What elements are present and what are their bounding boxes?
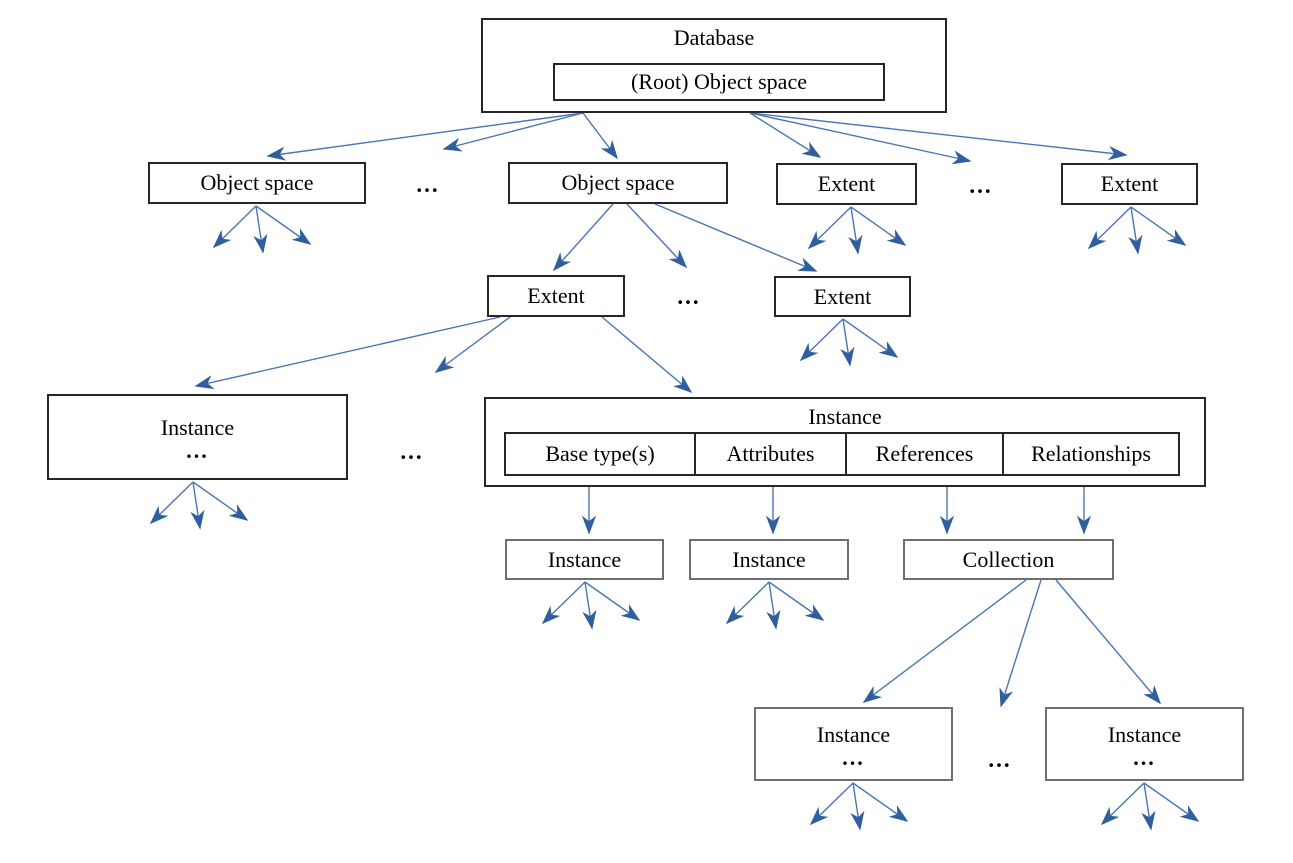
- cell-attributes: Attributes: [694, 432, 847, 476]
- node-instance-big-label: Instance: [808, 404, 882, 430]
- tree-edge-arrow: [999, 579, 1042, 708]
- tree-edge-arrow: [766, 581, 781, 630]
- tree-edge-arrow: [862, 579, 1027, 703]
- node-instance-bottom-1-ellipsis: ...: [842, 744, 865, 770]
- tree-edge-arrow: [1087, 206, 1132, 250]
- tree-edge-arrow: [1143, 782, 1200, 822]
- cell-relationships-label: Relationships: [1031, 441, 1151, 467]
- tree-edge-arrow: [1128, 206, 1143, 255]
- node-object-space-1-label: Object space: [200, 170, 314, 196]
- node-instance-bottom-1: Instance ...: [754, 707, 953, 781]
- node-collection: Collection: [903, 539, 1114, 580]
- node-instance-left: Instance ...: [47, 394, 348, 480]
- node-instance-left-ellipsis: ...: [186, 437, 209, 463]
- node-instance-r5-1-label: Instance: [547, 546, 622, 572]
- cell-base-types: Base type(s): [504, 432, 696, 476]
- tree-edge-arrow: [809, 782, 854, 826]
- node-instance-bottom-1-label: Instance: [816, 721, 891, 747]
- node-extent-row2-2-label: Extent: [1100, 171, 1159, 197]
- tree-edge-arrow: [552, 203, 614, 272]
- tree-edge-arrow: [255, 205, 312, 245]
- node-instance-r5-2: Instance: [689, 539, 849, 580]
- tree-edge-arrow: [212, 205, 257, 249]
- tree-edge-arrow: [541, 581, 586, 625]
- tree-edge-arrow: [192, 481, 249, 521]
- tree-edge-arrow: [434, 316, 511, 373]
- node-extent-row2-1: Extent: [776, 163, 917, 205]
- ellipsis-row3: ...: [677, 284, 701, 309]
- tree-edge-arrow: [266, 112, 584, 161]
- tree-edge-arrow: [1130, 206, 1187, 246]
- tree-edge-arrow: [842, 318, 899, 358]
- ellipsis-row2-right: ...: [969, 173, 993, 198]
- cell-base-types-label: Base type(s): [545, 441, 655, 467]
- tree-edge-arrow: [840, 318, 855, 367]
- node-extent-row3-1-label: Extent: [527, 283, 585, 309]
- tree-edge-arrow: [749, 112, 1128, 161]
- tree-edge-arrow: [1141, 782, 1156, 831]
- tree-edge-arrow: [601, 316, 693, 394]
- node-extent-row3-2-label: Extent: [813, 283, 872, 309]
- tree-edge-arrow: [850, 782, 865, 831]
- node-instance-bottom-2-ellipsis: ...: [1133, 744, 1156, 770]
- node-instance-bottom-2-label: Instance: [1107, 721, 1182, 747]
- node-object-space-2-label: Object space: [561, 170, 675, 196]
- node-object-space-1: Object space: [148, 162, 366, 204]
- node-extent-row3-2: Extent: [774, 276, 911, 317]
- ellipsis-bottom: ...: [988, 747, 1012, 772]
- cell-relationships: Relationships: [1002, 432, 1180, 476]
- node-instance-r5-1: Instance: [505, 539, 664, 580]
- node-extent-row3-1: Extent: [487, 275, 625, 317]
- node-instance-bottom-2: Instance ...: [1045, 707, 1244, 781]
- tree-edge-arrow: [799, 318, 844, 362]
- tree-edge-arrow: [654, 203, 818, 272]
- tree-edge-arrow: [626, 203, 688, 269]
- node-root-object-space-label: (Root) Object space: [631, 69, 807, 95]
- node-collection-label: Collection: [962, 546, 1055, 572]
- tree-edge-arrow: [194, 316, 501, 390]
- tree-edge-arrow: [725, 581, 770, 625]
- cell-attributes-label: Attributes: [726, 441, 815, 467]
- node-instance-left-label: Instance: [160, 414, 235, 440]
- tree-edge-arrow: [149, 481, 194, 525]
- tree-edge-arrow: [582, 112, 618, 160]
- tree-edge-arrow: [582, 581, 597, 630]
- tree-edge-arrow: [848, 206, 863, 255]
- cell-references-label: References: [875, 441, 974, 467]
- tree-edge-arrow: [442, 112, 584, 152]
- tree-edge-arrow: [850, 206, 907, 246]
- tree-edge-arrow: [584, 581, 641, 621]
- tree-edge-arrow: [1055, 579, 1162, 705]
- node-database-label: Database: [673, 25, 755, 51]
- tree-edge-arrow: [253, 205, 268, 254]
- node-extent-row2-1-label: Extent: [817, 171, 876, 197]
- ellipsis-row2-left: ...: [416, 172, 440, 197]
- node-extent-row2-2: Extent: [1061, 163, 1198, 205]
- cell-references: References: [845, 432, 1004, 476]
- tree-edge-arrow: [768, 581, 825, 621]
- tree-edge-arrow: [807, 206, 852, 250]
- ellipsis-row4: ...: [400, 439, 424, 464]
- tree-edge-arrow: [749, 112, 822, 158]
- tree-edge-arrow: [852, 782, 909, 822]
- tree-edge-arrow: [1100, 782, 1145, 826]
- node-object-space-2: Object space: [508, 162, 728, 204]
- tree-edge-arrow: [749, 112, 972, 165]
- tree-edge-arrow: [190, 481, 205, 530]
- node-instance-r5-2-label: Instance: [732, 546, 806, 572]
- node-root-object-space: (Root) Object space: [553, 63, 885, 101]
